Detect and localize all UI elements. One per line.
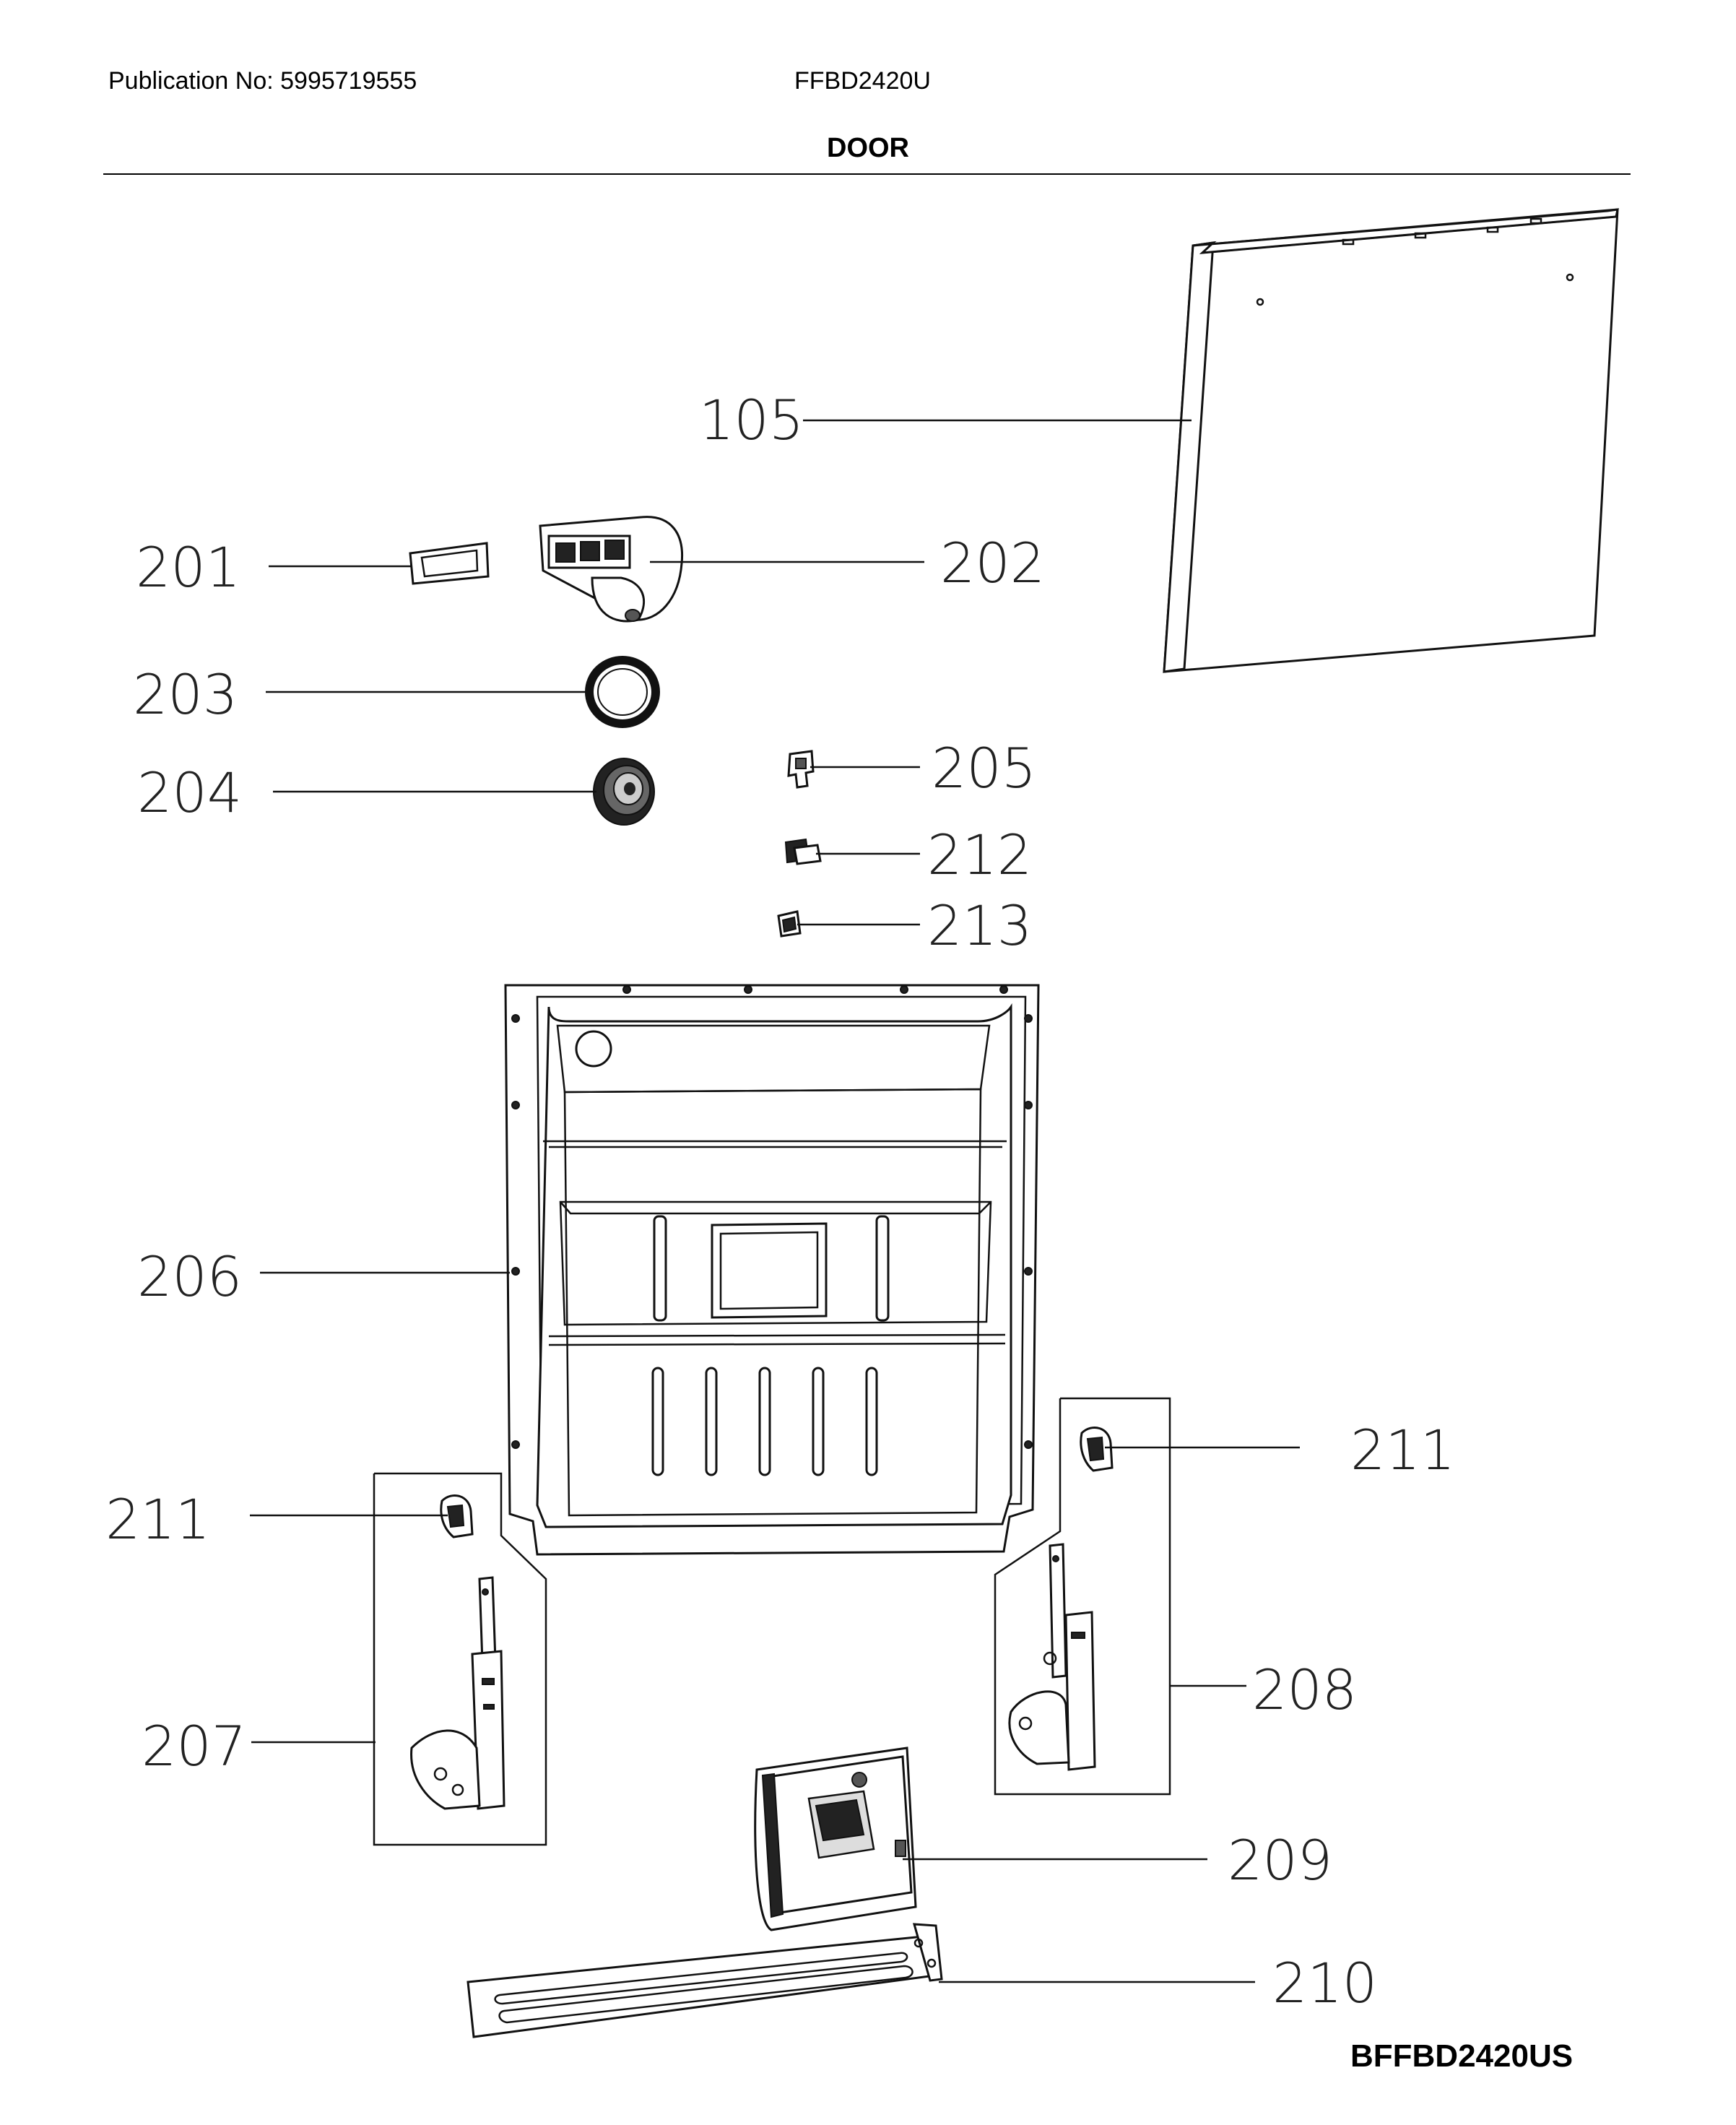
vent-housing-icon[interactable] <box>539 516 684 623</box>
group-box-right <box>994 1397 1171 1796</box>
hinge-right-icon[interactable] <box>1008 1543 1096 1771</box>
callout-210: 210 <box>1272 1951 1377 2015</box>
callout-212: 212 <box>927 823 1032 887</box>
callout-203: 203 <box>133 662 238 727</box>
callout-206: 206 <box>137 1245 242 1309</box>
callout-202: 202 <box>940 531 1045 595</box>
callout-213: 213 <box>927 893 1032 958</box>
header-divider <box>103 173 1631 175</box>
model-number: FFBD2420U <box>794 67 931 95</box>
group-box-left <box>373 1472 547 1846</box>
bottom-trim-icon[interactable] <box>466 1923 943 2038</box>
callout-204: 204 <box>137 761 242 825</box>
retainer-icon[interactable] <box>784 838 822 865</box>
hinge-clip-right-icon[interactable] <box>1080 1427 1114 1472</box>
clip-icon[interactable] <box>787 750 815 789</box>
publication-number: Publication No: 5995719555 <box>108 67 417 95</box>
rinse-aid-cap-icon[interactable] <box>593 758 655 826</box>
gasket-icon[interactable] <box>409 542 490 585</box>
callout-211-left: 211 <box>105 1487 210 1551</box>
outer-door-panel-icon[interactable] <box>1163 208 1619 673</box>
callout-201: 201 <box>136 535 240 600</box>
bracket-icon[interactable] <box>777 910 802 938</box>
callout-105: 105 <box>699 388 804 452</box>
callout-209: 209 <box>1228 1828 1332 1892</box>
callout-211-right: 211 <box>1350 1418 1455 1482</box>
section-title: DOOR <box>827 133 909 163</box>
diagram-code: BFFBD2420US <box>1350 2038 1574 2074</box>
callout-207: 207 <box>142 1714 246 1778</box>
detergent-dispenser-icon[interactable] <box>754 1747 917 1931</box>
inner-door-icon[interactable] <box>504 984 1040 1556</box>
callout-205: 205 <box>932 736 1036 800</box>
callout-208: 208 <box>1252 1658 1357 1722</box>
hinge-left-icon[interactable] <box>410 1576 505 1810</box>
seal-ring-icon[interactable] <box>585 656 660 728</box>
